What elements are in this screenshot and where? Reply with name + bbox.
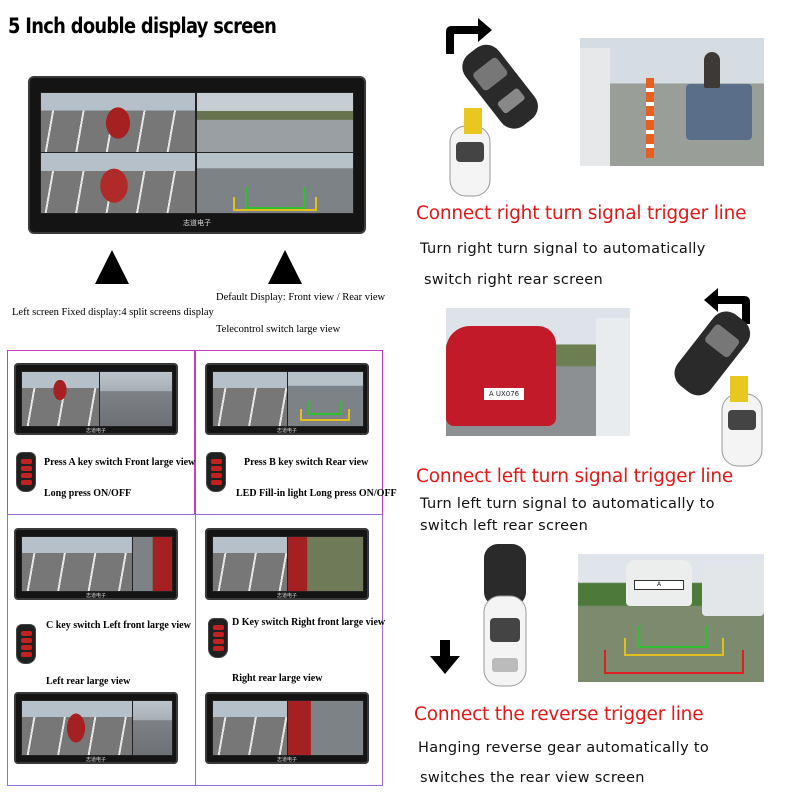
main-monitor: 志道电子 [28,76,366,234]
main-screen [40,92,354,214]
reverse-heading: Connect the reverse trigger line [414,704,704,725]
cam-view-rear-car [90,156,138,210]
panel-d-caption-2: Right rear large view [232,673,323,684]
parking-guide-lines [245,187,305,209]
panel-a-monitor: 志道电子 [14,363,178,435]
left-turn-heading: Connect left turn signal trigger line [416,466,734,487]
arrow-down-icon [430,656,460,674]
right-turn-desc-2: switch right rear screen [424,272,603,288]
cam-view-front-car [98,97,138,149]
panel-d-caption-1: D Key switch Right front large view [232,617,386,628]
panel-b-monitor: 志道电子 [205,363,369,435]
remote-control-icon [208,618,228,658]
left-turn-desc-2: switch left rear screen [420,518,589,534]
telecontrol-caption: Telecontrol switch large view [216,324,341,335]
panel-b-caption-1: Press B key switch Rear view [244,457,369,468]
panel-c-monitor: 志道电子 [14,528,178,600]
reverse-desc-1: Hanging reverse gear automatically to [418,740,710,756]
monitor-brand: 志道电子 [183,219,211,227]
panel-c-monitor-2: 志道电子 [14,692,178,764]
car-turning-left-illustration [674,311,763,467]
turn-right-arrow-icon [446,18,492,54]
panel-b-caption-2: LED Fill-in light Long press ON/OFF [236,488,397,499]
panel-c-caption-2: Left rear large view [46,676,131,687]
remote-control-icon [16,452,36,492]
left-turn-desc-1: Turn left turn signal to automatically t… [420,496,715,512]
cam-view-rear-right [197,153,353,213]
panel-c-caption-1: C key switch Left front large view [46,620,191,631]
reverse-camera-photo: A [578,554,764,682]
arrow-up-icon [268,250,302,284]
default-display-caption: Default Display: Front view / Rear view [216,292,386,303]
reverse-desc-2: switches the rear view screen [420,770,645,786]
right-turn-desc-1: Turn right turn signal to automatically [420,241,706,257]
panel-d-monitor: 志道电子 [205,528,369,600]
right-rear-photo [580,38,764,166]
left-rear-photo: A UX076 [446,308,630,436]
page-title: 5 Inch double display screen [8,14,277,38]
left-screen-caption: Left screen Fixed display:4 split screen… [12,307,214,318]
car-turning-right-illustration [449,44,538,197]
arrow-up-icon [95,250,129,284]
turn-left-arrow-icon [704,288,750,324]
remote-control-icon [16,624,36,664]
car-reversing-illustration [483,544,527,687]
panel-a-caption-2: Long press ON/OFF [44,488,132,499]
panel-a-caption-1: Press A key switch Front large view [44,457,196,468]
remote-control-icon [206,452,226,492]
cam-view-front-right [197,93,353,152]
right-turn-heading: Connect right turn signal trigger line [416,203,747,224]
panel-d-monitor-2: 志道电子 [205,692,369,764]
